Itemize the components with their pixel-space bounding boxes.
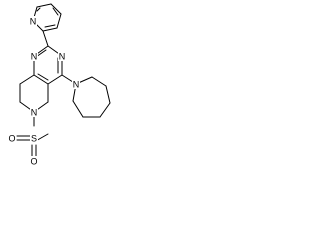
bond xyxy=(47,74,63,85)
oxygen-left-label: O xyxy=(8,134,15,144)
piperidine-nitrogen-label: N xyxy=(31,108,38,118)
bond xyxy=(52,7,59,16)
bond xyxy=(105,85,111,104)
sulfur-label: S xyxy=(31,134,37,144)
azepane-nitrogen-label: N xyxy=(73,80,80,90)
bond xyxy=(33,74,49,85)
pyridine-nitrogen-label: N xyxy=(30,17,37,27)
pyrimidine-nitrogen-top-label: N xyxy=(31,52,38,62)
bond xyxy=(36,3,52,8)
bond xyxy=(99,102,111,118)
bond xyxy=(42,27,58,32)
bond xyxy=(91,76,107,87)
bond xyxy=(19,74,35,85)
bond xyxy=(37,73,49,81)
pyrimidine-nitrogen-bottom-label: N xyxy=(59,52,66,62)
bond xyxy=(44,24,56,28)
bond xyxy=(36,7,41,12)
bond xyxy=(72,100,84,118)
chemical-structure: N N N N N S O O xyxy=(8,3,111,167)
bond xyxy=(42,30,49,47)
atom-labels: N N N N N S O O xyxy=(8,16,80,167)
bond xyxy=(50,3,62,15)
bond xyxy=(56,13,62,29)
oxygen-bottom-label: O xyxy=(30,157,37,167)
